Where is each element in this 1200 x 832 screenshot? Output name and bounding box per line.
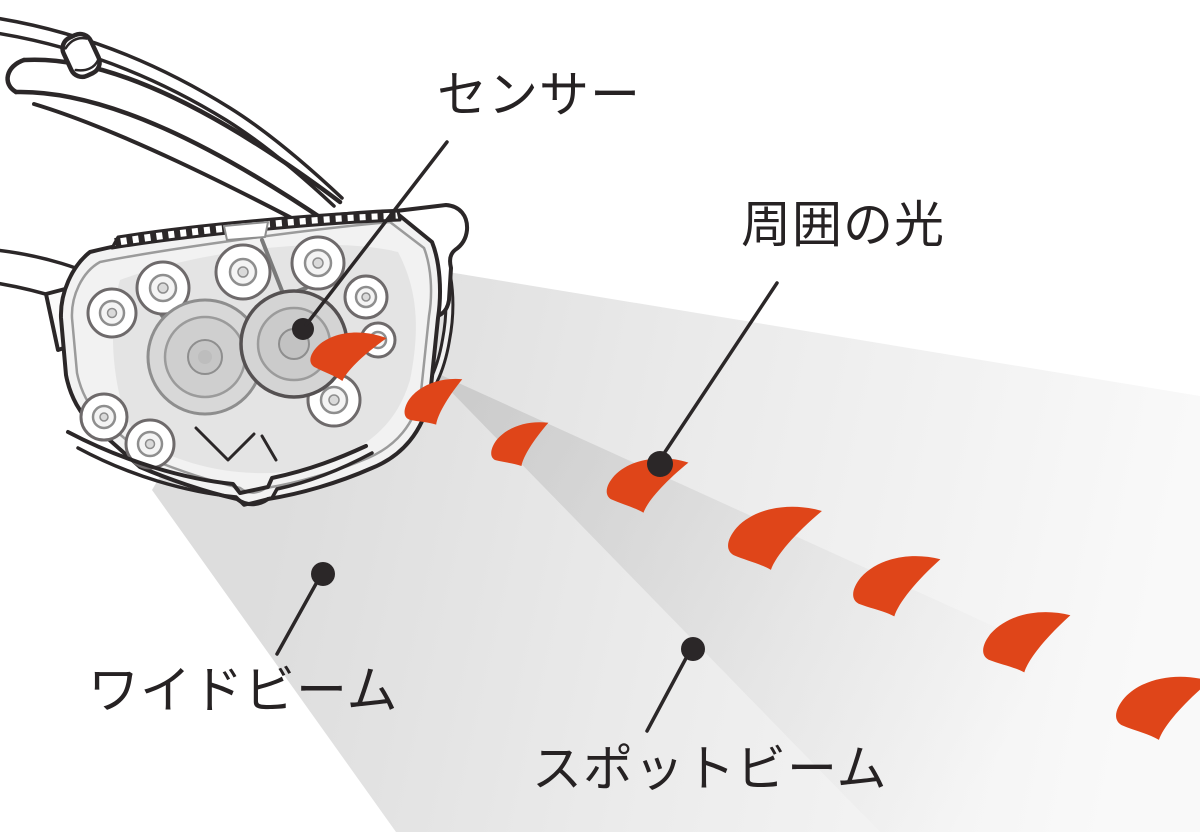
led-light	[343, 274, 389, 320]
wide-beam-label: ワイドビーム	[88, 662, 399, 721]
led-light	[135, 260, 191, 316]
wide-beam-leader-dot	[311, 562, 335, 586]
leader-dots	[311, 451, 705, 661]
spot-beam-label: スポットビーム	[532, 740, 888, 798]
spot-beam-leader-dot	[681, 637, 705, 661]
spot-beam-leader-line	[645, 645, 694, 733]
sensor-leader-line	[304, 140, 449, 327]
led-light	[214, 243, 272, 301]
headband-strap	[0, 16, 344, 236]
led-light	[79, 392, 129, 442]
chin-housing	[66, 430, 374, 507]
led-light	[86, 287, 138, 339]
led-light	[290, 235, 346, 291]
chevron-marks	[194, 426, 278, 462]
wide-beam-leader-line	[275, 571, 324, 656]
leader-lines	[275, 140, 779, 733]
large-lens-right	[239, 289, 349, 399]
cord-toggle	[60, 31, 102, 80]
headlamp-illustration	[0, 16, 470, 507]
ambient-light-leader-line	[657, 281, 779, 463]
top-notch	[223, 221, 269, 241]
large-lens-left	[146, 298, 264, 416]
sensor-label: センサー	[437, 66, 641, 124]
ambient-light-leader-dot	[647, 451, 673, 477]
ambient-light-label: 周囲の光	[741, 196, 945, 254]
